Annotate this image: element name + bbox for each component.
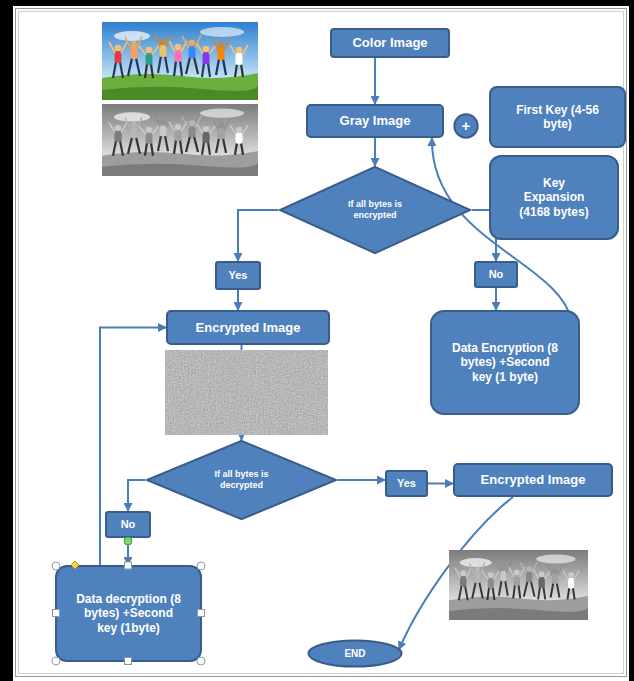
text-block: Data decryption (8 bytes) +Second key (1… (73, 592, 185, 635)
flow-arrow (100, 328, 166, 566)
process-box: First Key (4-56 byte) (489, 86, 626, 148)
adjust-handle (71, 561, 79, 569)
frame-bar (0, 0, 634, 6)
process-box: Color Image (330, 28, 450, 58)
flow-arrow (127, 538, 129, 565)
operator-circle: + (454, 114, 478, 138)
flow-arrow (338, 479, 385, 481)
process-box: Yes (215, 261, 261, 290)
node-label: First Key (4-56 byte) (508, 103, 608, 132)
process-box: Key Expansion (4168 bytes) (489, 155, 619, 240)
diamond-fill (147, 441, 336, 519)
node-label: END (344, 648, 365, 660)
text-block: Encrypted Image (481, 472, 586, 488)
selection-handle (198, 610, 205, 617)
selection-handle (197, 657, 205, 665)
ellipse-fill (308, 640, 401, 666)
frame-border (16, 9, 627, 677)
decision-diamond: If all bytes is encrypted (278, 166, 472, 254)
process-box: Yes (385, 470, 428, 497)
text-block: Color Image (352, 35, 427, 51)
text-block: Encrypted Image (196, 320, 301, 336)
selection-handle (197, 562, 205, 570)
text-block: If all bytes is encrypted (327, 199, 423, 221)
selection-handle (53, 610, 60, 617)
node-label: If all bytes is decrypted (194, 469, 290, 491)
node-label: Encrypted Image (196, 320, 301, 336)
gray-photo (102, 104, 258, 176)
process-box: Encrypted Image (453, 463, 613, 497)
text-block: Yes (229, 269, 248, 282)
node-label: Yes (229, 269, 248, 282)
text-block: Key Expansion (4168 bytes) (512, 176, 596, 219)
noise-image (165, 350, 328, 435)
text-block: First Key (4-56 byte) (508, 103, 608, 132)
selection-handle (125, 658, 132, 665)
process-box: No (474, 261, 518, 288)
process-box: Data decryption (8 bytes) +Second key (1… (55, 565, 202, 662)
circle-fill (454, 114, 477, 137)
node-label: Yes (397, 477, 416, 490)
frame-bar (629, 0, 634, 681)
selection-handle (125, 562, 132, 569)
selection-handle (52, 657, 60, 665)
flow-arrow (428, 483, 453, 485)
selection-handle (52, 562, 60, 570)
text-block: No (489, 268, 504, 281)
node-label: Data Encryption (8 bytes) +Second key (1… (449, 341, 561, 384)
flow-arrow (237, 290, 239, 310)
text-block: Gray Image (340, 113, 411, 129)
text-block: No (121, 518, 136, 531)
text-block: If all bytes is decrypted (194, 469, 290, 491)
terminal-ellipse: END (307, 640, 403, 667)
rotate-handle (124, 537, 132, 545)
flow-arrow (495, 288, 497, 310)
node-label: + (462, 117, 471, 135)
node-label: Gray Image (340, 113, 411, 129)
process-box: Gray Image (306, 104, 444, 138)
node-label: Color Image (352, 35, 427, 51)
node-label: Key Expansion (4168 bytes) (512, 176, 596, 219)
frame-border (19, 12, 624, 674)
gray-photo (449, 550, 588, 620)
flow-arrow (238, 210, 278, 261)
node-label: No (121, 518, 136, 531)
color-photo (102, 22, 258, 100)
node-label: If all bytes is encrypted (327, 199, 423, 221)
decision-diamond: If all bytes is decrypted (145, 440, 338, 520)
text-block: Data Encryption (8 bytes) +Second key (1… (449, 341, 561, 384)
frame-bar (0, 0, 13, 681)
process-box: No (105, 511, 151, 538)
node-label: Data decryption (8 bytes) +Second key (1… (73, 592, 185, 635)
text-block: + (462, 117, 471, 135)
flow-arrow (374, 138, 376, 166)
process-box: Encrypted Image (166, 310, 330, 345)
diamond-fill (280, 167, 470, 253)
flow-arrow (128, 480, 145, 511)
node-label: Encrypted Image (481, 472, 586, 488)
node-label: No (489, 268, 504, 281)
flow-arrow (374, 58, 376, 104)
text-block: Yes (397, 477, 416, 490)
process-box: Data Encryption (8 bytes) +Second key (1… (430, 310, 580, 415)
text-block: END (344, 648, 365, 660)
